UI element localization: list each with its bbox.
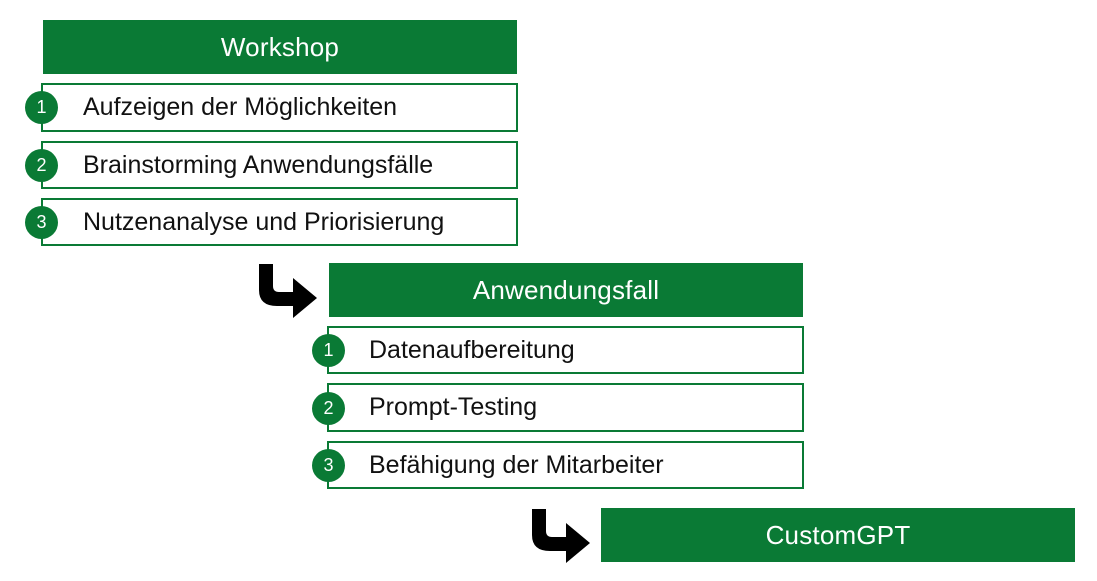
anwendungsfall-step-1: Datenaufbereitung [327,326,804,374]
anwendungsfall-step-2: Prompt-Testing [327,383,804,432]
workshop-step-1-number: 1 [25,91,58,124]
curved-down-right-arrow-icon [532,509,590,563]
workshop-step-3: Nutzenanalyse und Priorisierung [41,198,518,246]
workshop-step-1: Aufzeigen der Möglichkeiten [41,83,518,132]
anwendungsfall-step-3-label: Befähigung der Mitarbeiter [369,450,664,479]
anwendungsfall-step-3: Befähigung der Mitarbeiter [327,441,804,489]
workshop-step-1-label: Aufzeigen der Möglichkeiten [83,93,398,121]
curved-down-right-arrow-icon [259,264,317,318]
anwendungsfall-step-2-label: Prompt-Testing [369,393,538,421]
anwendungsfall-step-1-label: Datenaufbereitung [369,335,575,364]
anwendungsfall-step-2-number: 2 [312,392,345,425]
workshop-step-3-number: 3 [25,206,58,239]
anwendungsfall-step-1-number: 1 [312,334,345,367]
workshop-step-2: Brainstorming Anwendungsfälle [41,141,518,189]
workshop-step-2-label: Brainstorming Anwendungsfälle [83,150,434,179]
workshop-step-2-number: 2 [25,149,58,182]
stage-header-customgpt: CustomGPT [601,508,1075,562]
stage-header-workshop: Workshop [43,20,517,74]
workshop-step-3-label: Nutzenanalyse und Priorisierung [83,207,445,236]
anwendungsfall-step-3-number: 3 [312,449,345,482]
stage-header-anwendungsfall: Anwendungsfall [329,263,803,317]
